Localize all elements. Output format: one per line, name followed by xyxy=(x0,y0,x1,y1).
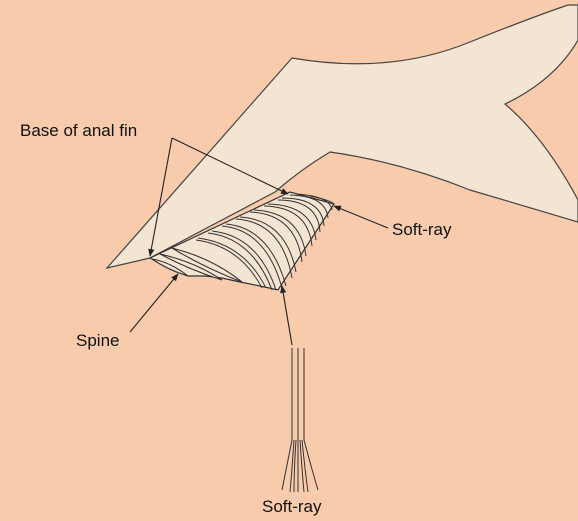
label-soft-ray-right: Soft-ray xyxy=(392,221,452,238)
label-soft-ray-bottom: Soft-ray xyxy=(262,498,322,515)
softray-bottom-arrow xyxy=(282,286,292,345)
label-base-of-anal-fin: Base of anal fin xyxy=(20,122,137,139)
fish-body xyxy=(107,5,578,268)
soft-ray-detail xyxy=(282,348,318,492)
label-spine: Spine xyxy=(76,332,119,349)
softray-right-arrow xyxy=(334,206,388,228)
spine-arrow xyxy=(130,274,178,332)
